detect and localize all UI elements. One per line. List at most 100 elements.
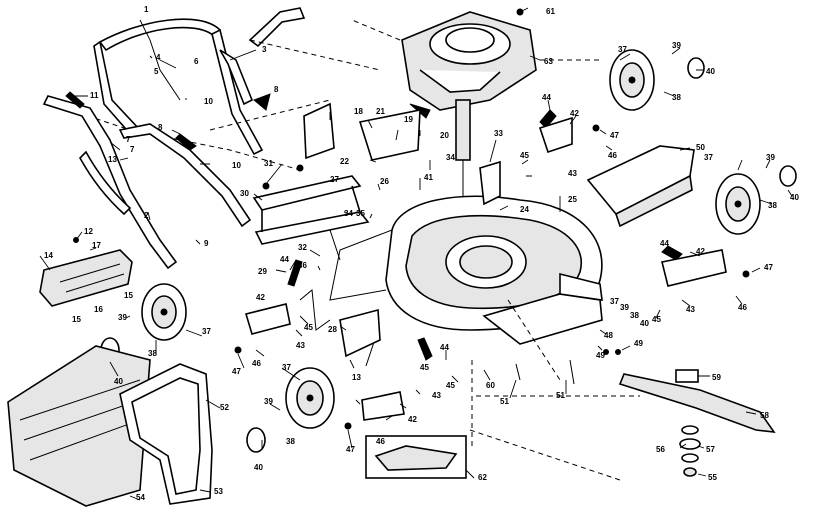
callout-3: 3 [262,45,267,54]
callout-54: 54 [136,493,145,502]
callout-27: 27 [330,175,339,184]
callout-49b: 49 [634,339,643,348]
grass-bag [7,345,151,507]
callout-10a: 10 [204,97,213,106]
callout-39d: 39 [766,153,775,162]
callout-47a: 47 [232,367,241,376]
callout-56: 56 [656,445,665,454]
mower-deck [329,195,603,331]
callout-24: 24 [520,205,529,214]
callout-30: 30 [240,189,249,198]
blade-hardware [679,425,701,477]
callout-39b: 39 [264,397,273,406]
callout-8b: 8 [158,123,163,132]
callout-17: 17 [92,241,101,250]
callout-11: 11 [90,91,99,100]
callout-39e: 39 [620,303,629,312]
callout-37d: 37 [704,153,713,162]
callout-46a: 46 [252,359,261,368]
callout-12: 12 [84,227,93,236]
callout-40b: 40 [254,463,263,472]
front-pan [482,272,603,345]
callout-38e: 38 [630,311,639,320]
callout-38a: 38 [148,349,157,358]
callout-43a: 43 [296,341,305,350]
handle-guide-dash [69,39,381,171]
callout-62: 62 [478,473,487,482]
callout-26: 26 [380,177,389,186]
callout-55: 55 [708,473,717,482]
callout-46b: 46 [376,437,385,446]
callout-44d: 44 [660,239,669,248]
callout-18: 18 [354,107,363,116]
callout-38b: 38 [286,437,295,446]
callout-41: 41 [424,173,433,182]
callout-32: 32 [298,243,307,252]
callout-59: 59 [712,373,721,382]
callout-6: 6 [194,57,199,66]
callout-39c: 39 [672,41,681,50]
callout-52: 52 [220,403,229,412]
callout-37a: 37 [202,327,211,336]
callout-45a: 45 [304,323,313,332]
rear-flap [39,249,133,307]
callout-7b: 7 [130,145,135,154]
grass-bag-frame [119,363,213,505]
wheel-rear-right [609,49,655,111]
hubcap-3 [687,57,705,79]
callout-53: 53 [214,487,223,496]
callout-21: 21 [376,107,385,116]
callout-40d: 40 [790,193,799,202]
callout-36: 36 [298,261,307,270]
callout-58: 58 [760,411,769,420]
callout-22: 22 [340,157,349,166]
callout-1: 1 [144,5,149,14]
callout-44b: 44 [440,343,449,352]
callout-49a: 49 [596,351,605,360]
hubcap-4 [779,165,797,187]
callout-37e: 37 [610,297,619,306]
callout-44c: 44 [542,93,551,102]
callout-61: 61 [546,7,555,16]
reference-dash-lines [351,19,640,481]
callout-16: 16 [94,305,103,314]
fasteners [65,8,750,430]
callout-37b: 37 [282,363,291,372]
callout-9: 9 [204,239,209,248]
callout-7a: 7 [126,135,131,144]
callout-10b: 10 [232,161,241,170]
callout-48: 48 [604,331,613,340]
callout-37c: 37 [618,45,627,54]
callout-51a: 51 [500,397,509,406]
blade [618,369,776,433]
callout-29: 29 [258,267,267,276]
callout-42d: 42 [696,247,705,256]
engine [401,11,537,260]
callout-13b: 13 [352,373,361,382]
callout-45c: 45 [520,151,529,160]
callout-35: 35 [356,209,365,218]
callout-38c: 38 [672,93,681,102]
callout-8a: 8 [274,85,279,94]
callout-39a: 39 [118,313,127,322]
callout-4: 4 [156,53,161,62]
callout-45b: 45 [446,381,455,390]
lower-handle [42,95,252,270]
callout-57: 57 [706,445,715,454]
callout-42c: 42 [570,109,579,118]
callout-47d: 47 [764,263,773,272]
wheel-rear-left [285,367,335,429]
wheel-front-left [141,283,187,341]
callout-46d: 46 [738,303,747,312]
callout-5: 5 [154,67,159,76]
callout-44a: 44 [280,255,289,264]
callout-51b: 51 [556,391,565,400]
callout-45d: 45 [652,315,661,324]
callout-33: 33 [494,129,503,138]
callout-15b: 15 [72,315,81,324]
callout-43c: 43 [568,169,577,178]
callout-20: 20 [440,131,449,140]
callout-47c: 47 [610,131,619,140]
callout-15a: 15 [124,291,133,300]
